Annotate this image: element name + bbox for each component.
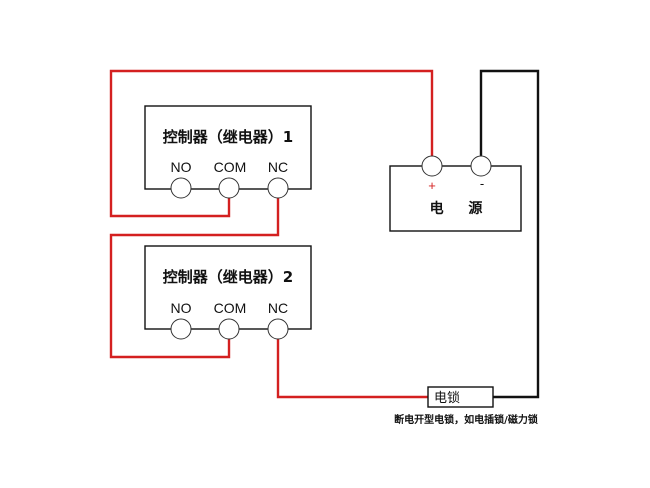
- controller-2-title: 控制器（继电器）2: [163, 268, 293, 286]
- controller-1-com-terminal: [218, 177, 240, 199]
- controller-2-no-terminal: [170, 318, 192, 340]
- wire-nc1-to-com2: [109, 194, 280, 359]
- controller-1-box: [144, 105, 312, 190]
- wire-psu-plus-to-com1: [109, 69, 434, 218]
- power-plus-label: +: [428, 178, 436, 193]
- controller-1-nc-terminal: [267, 177, 289, 199]
- controller-1: 控制器（继电器）1 NO COM NC: [144, 105, 312, 199]
- electric-lock: 电锁 断电开型电锁，如电插锁/磁力锁: [394, 386, 538, 426]
- power-plus-terminal: [421, 155, 443, 177]
- lock-box: [427, 386, 494, 408]
- controller-2-nc-terminal: [267, 318, 289, 340]
- power-minus-terminal: [470, 155, 492, 177]
- controller-1-no-terminal: [170, 177, 192, 199]
- controller-1-nc-label: NC: [268, 159, 288, 175]
- controller-1-no-label: NO: [171, 159, 192, 175]
- power-supply-box: [389, 165, 522, 232]
- controller-2: 控制器（继电器）2 NO COM NC: [144, 245, 312, 340]
- power-minus-label: -: [480, 176, 484, 191]
- lock-note: 断电开型电锁，如电插锁/磁力锁: [394, 413, 538, 426]
- controller-2-no-label: NO: [171, 300, 192, 316]
- controller-2-com-terminal: [218, 318, 240, 340]
- controller-2-box: [144, 245, 312, 330]
- controller-1-com-label: COM: [214, 159, 247, 175]
- wire-nc2-to-lock: [276, 335, 430, 399]
- wires: [109, 69, 540, 399]
- wire-psu-minus-to-lock: [479, 69, 540, 399]
- controller-2-nc-label: NC: [268, 300, 288, 316]
- lock-label: 电锁: [434, 390, 460, 406]
- controller-1-title: 控制器（继电器）1: [163, 128, 293, 146]
- power-supply: + - 电 源: [389, 155, 522, 232]
- power-supply-label: 电 源: [430, 200, 493, 217]
- controller-2-com-label: COM: [214, 300, 247, 316]
